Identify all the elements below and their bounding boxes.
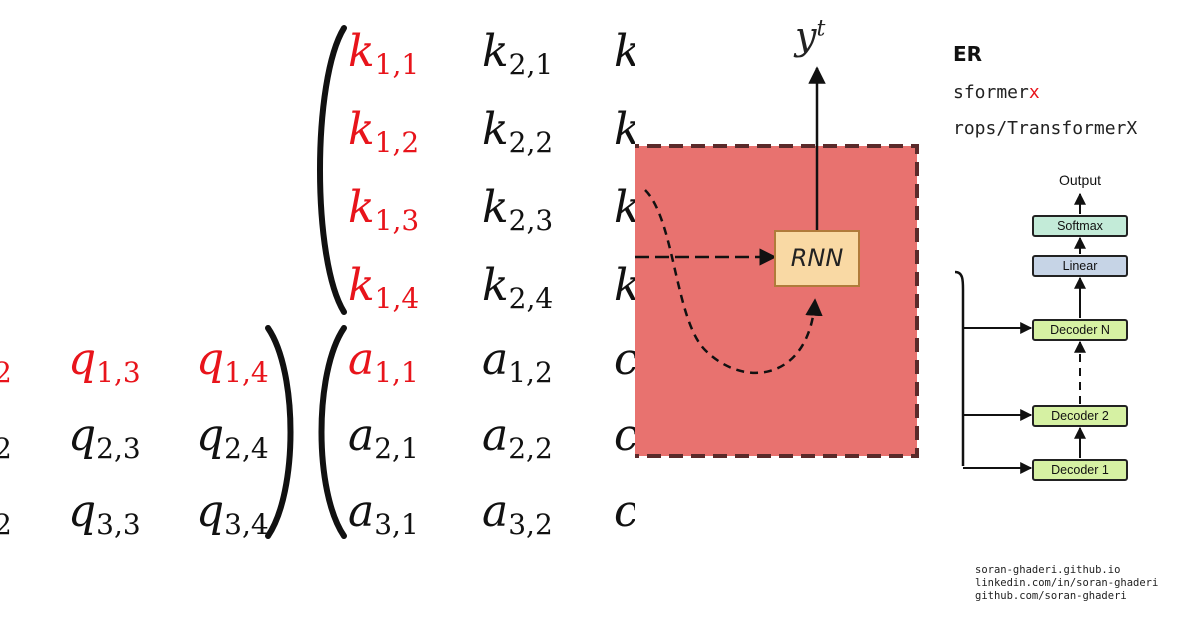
k-cell: k2,4 [482,260,554,315]
q-cell-partial: 2 [0,356,12,389]
repo-path-fragment: rops/TransformerX [953,118,1138,139]
rnn-node-label: RNN [790,244,844,272]
package-name-fragment: sformerx [953,82,1040,103]
footer-github-link[interactable]: github.com/soran-ghaderi [975,590,1127,602]
a-cell: a1,2 [482,334,553,389]
k-cell-partial: k [614,108,635,152]
title-fragment: ER [953,42,983,66]
a-cell: a1,1 [348,334,419,389]
q-cell: q1,3 [68,334,141,389]
rnn-diagram-panel: RNN yt [635,0,935,630]
a-cell: a2,2 [482,410,553,465]
a-cell-partial: c [614,414,635,458]
decoder-n-block: Decoder N [1032,319,1128,341]
encoder-feed-line [954,270,965,466]
a-cell: a3,1 [348,486,419,541]
a-matrix-left-paren [318,325,347,539]
output-label: Output [1058,172,1102,188]
q-cell-partial: 2 [0,508,12,541]
k-cell: k2,3 [482,182,554,237]
a-cell-partial: c [614,490,635,534]
matrix-panel: k1,1 k1,2 k1,3 k1,4 k2,1 k2,2 k2,3 k2,4 … [0,25,635,541]
k-cell-partial: k [614,186,635,230]
footer-linkedin-link[interactable]: linkedin.com/in/soran-ghaderi [975,577,1159,589]
a-cell-partial: c [614,338,635,382]
a-cell: a2,1 [348,410,419,465]
decoder-1-block: Decoder 1 [1032,459,1128,481]
q-cell: q3,4 [196,486,269,541]
rnn-diagram [635,66,919,458]
rnn-unrolled-region [635,144,919,458]
q-cell: q2,3 [68,410,141,465]
rnn-output-label: yt [795,14,826,58]
q-cell-partial: 2 [0,432,12,465]
k-cell: k1,3 [348,182,420,237]
k-cell-partial: k [614,264,635,308]
a-cell: a3,2 [482,486,553,541]
softmax-block: Softmax [1032,215,1128,237]
q-cell: q2,4 [196,410,269,465]
k-cell: k1,1 [348,26,420,81]
k-cell: k2,2 [482,104,554,159]
q-matrix-right-paren [265,325,294,539]
rnn-node [774,230,860,287]
q-cell: q3,3 [68,486,141,541]
footer-website-link[interactable]: soran-ghaderi.github.io [975,564,1121,576]
linear-block: Linear [1032,255,1128,277]
rnn-recurrent-loop [644,189,823,374]
q-cell: q1,4 [196,334,269,389]
k-cell: k1,4 [348,260,420,315]
decoder-2-block: Decoder 2 [1032,405,1128,427]
k-cell-partial: k [614,30,635,74]
decoder-stack-diagram [954,192,1086,474]
k-matrix-left-paren [317,25,347,315]
k-cell: k1,2 [348,104,420,159]
project-info-panel: ER sformerx rops/TransformerX Output Sof… [935,0,1200,630]
k-cell: k2,1 [482,26,554,81]
